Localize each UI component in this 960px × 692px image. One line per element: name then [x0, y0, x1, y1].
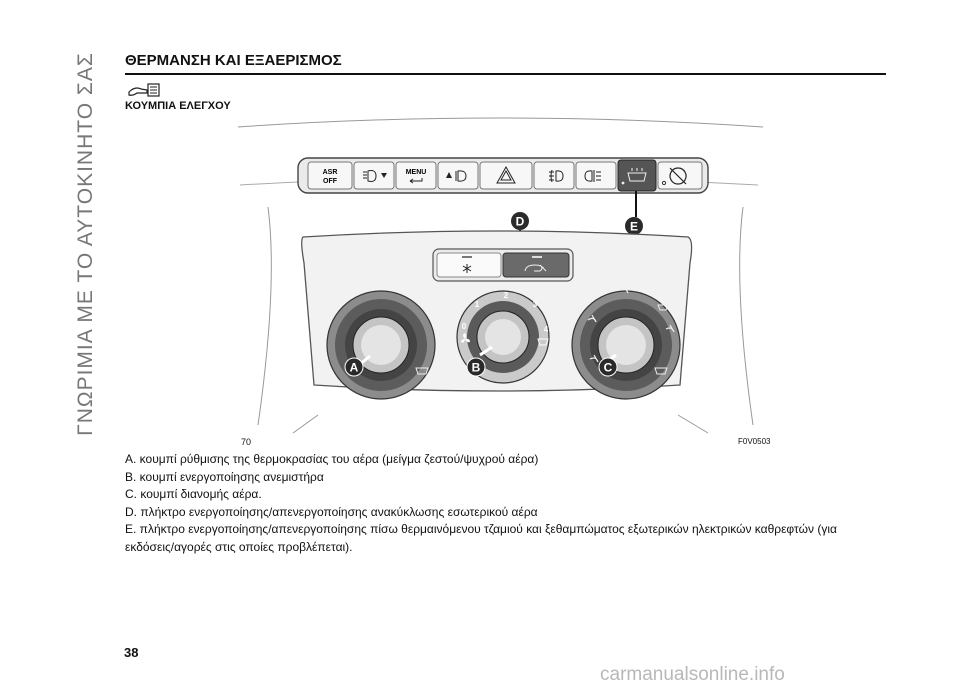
snowflake-icon [462, 264, 472, 273]
callout-a: A [344, 357, 364, 377]
callout-e: E [625, 217, 643, 235]
headlight-level-icon [363, 170, 377, 182]
figure-code: F0V0503 [738, 437, 771, 446]
front-fog-light-icon [549, 169, 564, 183]
hazard-triangle-icon [496, 165, 516, 184]
control-panel-illustration: ASR OFF MENU D [237, 117, 764, 434]
callout-b: B [466, 357, 486, 377]
defrost-led [621, 181, 625, 185]
console-bottom-right [677, 414, 709, 434]
rear-defrost-button[interactable] [617, 159, 657, 192]
callout-d: D [511, 212, 529, 230]
title-divider [125, 73, 886, 75]
vent-feet-windshield-icon [657, 304, 669, 311]
manual-hand-icon [128, 83, 160, 97]
callout-a-label: A [350, 361, 359, 375]
headlight-adjust-button[interactable] [437, 161, 479, 190]
windshield-defrost-icon [654, 367, 668, 375]
fan-scale-2: 2 [504, 291, 509, 300]
caption-a: A. κουμπί ρύθμισης της θερμοκρασίας του … [125, 452, 539, 466]
asr-label: ASR [323, 169, 338, 176]
headlight-icon [455, 170, 467, 182]
dashboard-upper-curve [237, 117, 764, 128]
defrost-icon [537, 338, 549, 346]
ac-button[interactable] [436, 252, 502, 278]
figure-number: 70 [241, 437, 252, 447]
fan-icon [461, 333, 470, 343]
console-outline-left [257, 206, 272, 426]
callout-e-label: E [630, 220, 638, 234]
recirculation-button[interactable] [502, 252, 570, 278]
menu-label: MENU [406, 169, 427, 176]
front-fog-light-button[interactable] [533, 161, 575, 190]
menu-button[interactable]: MENU [395, 161, 437, 190]
fan-scale-0: 0 [462, 322, 467, 331]
start-stop-button[interactable] [657, 161, 703, 190]
hazard-button[interactable] [479, 161, 533, 190]
caption-c: C. κουμπί διανομής αέρα. [125, 487, 262, 501]
off-label: OFF [323, 178, 338, 185]
rear-fog-light-icon [584, 170, 601, 182]
ac-recirculation-switch [432, 248, 574, 282]
ac-led [462, 256, 472, 258]
headlight-level-button[interactable] [353, 161, 395, 190]
fan-scale-4: 4 [544, 325, 549, 334]
vent-feet-icon [665, 324, 675, 333]
rear-fog-light-button[interactable] [575, 161, 617, 190]
section-side-tab-label: ΓΝΩΡΙΜΙΑ ΜΕ ΤΟ ΑΥΤΟΚΙΝΗΤΟ ΣΑΣ [74, 52, 98, 436]
callout-c-label: C [604, 361, 613, 375]
windshield-heat-icon [415, 367, 429, 375]
arrow-down-icon [381, 173, 387, 178]
temperature-knob[interactable] [326, 290, 436, 400]
caption-e: E. πλήκτρο ενεργοποίησης/απενεργοποίησης… [125, 522, 837, 554]
return-arrow-icon [409, 178, 423, 184]
page-title: ΘΕΡΜΑΝΣΗ ΚΑΙ ΕΞΑΕΡΙΣΜΟΣ [125, 52, 342, 69]
figure-captions: A. κουμπί ρύθμισης της θερμοκρασίας του … [125, 451, 885, 556]
rear-defrost-icon [627, 168, 647, 182]
asr-off-button[interactable]: ASR OFF [307, 161, 353, 190]
fan-scale-3: 3 [533, 300, 538, 309]
arrow-up-icon [446, 172, 452, 178]
fan-scale-1: 1 [475, 300, 480, 309]
recirculation-icon [524, 264, 547, 272]
callout-b-label: B [472, 361, 481, 375]
caption-d: D. πλήκτρο ενεργοποίησης/απενεργοποίησης… [125, 504, 538, 519]
section-side-tab: ΓΝΩΡΙΜΙΑ ΜΕ ΤΟ ΑΥΤΟΚΙΝΗΤΟ ΣΑΣ [66, 44, 106, 444]
recirculation-led [532, 256, 542, 258]
start-stop-led [661, 180, 667, 186]
section-subtitle: ΚΟΥΜΠΙΑ ΕΛΕΓΧΟΥ [125, 100, 231, 112]
fan-speed-pointer [479, 345, 493, 357]
page-number: 38 [124, 645, 139, 660]
vent-lower-icon [589, 354, 599, 363]
callout-c: C [598, 357, 618, 377]
console-outline-right [739, 206, 754, 426]
vent-face-feet-icon [619, 285, 629, 294]
caption-b: B. κουμπί ενεργοποίησης ανεμιστήρα [125, 469, 324, 484]
start-stop-icon [669, 167, 687, 185]
console-bottom-left [292, 414, 319, 434]
vent-face-icon [587, 314, 597, 323]
watermark: carmanualsonline.info [600, 664, 785, 685]
callout-d-label: D [516, 215, 525, 229]
